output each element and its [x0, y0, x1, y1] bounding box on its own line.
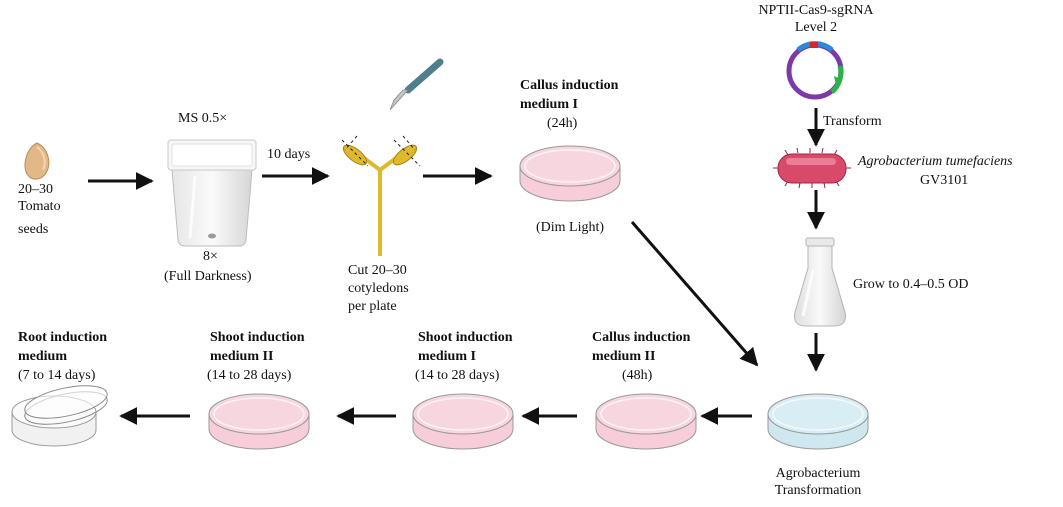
callus1-condition-label: (Dim Light) [536, 220, 605, 235]
cut-line3-label: per plate [348, 299, 397, 314]
empty-petri-dish-icon [11, 385, 108, 447]
root-duration-label: (7 to 14 days) [18, 368, 96, 383]
shoot2-duration-label: (14 to 28 days) [207, 368, 292, 383]
plasmid-name-label: NPTII-Cas9-sgRNA [758, 3, 874, 18]
cotyledon-seedling-icon [341, 135, 421, 256]
callus2-duration-label: (48h) [622, 368, 653, 383]
culture-jar-icon [167, 139, 257, 247]
shoot-medium-1-dish-icon [412, 393, 514, 450]
transformation-line2-label: Transformation [774, 483, 862, 498]
root-subtitle-label: medium [18, 349, 67, 364]
callus-medium-1-dish-icon [519, 145, 621, 202]
process-arrows [88, 108, 825, 425]
erlenmeyer-flask-icon [794, 237, 846, 327]
callus1-title-label: Callus induction [520, 78, 619, 93]
jar-medium-label: MS 0.5× [178, 111, 228, 126]
shoot1-title-label: Shoot induction [418, 330, 513, 345]
root-title-label: Root induction [18, 330, 108, 345]
plasmid-icon [786, 41, 844, 100]
callus2-subtitle-label: medium II [592, 349, 656, 364]
cut-line1-label: Cut 20–30 [348, 263, 407, 278]
plasmid-level-label: Level 2 [794, 20, 838, 35]
transform-label: Transform [823, 114, 882, 129]
shoot1-subtitle-label: medium I [418, 349, 476, 364]
callus-medium-2-dish-icon [595, 393, 697, 450]
shoot2-subtitle-label: medium II [210, 349, 274, 364]
bacterium-icon [773, 147, 851, 189]
callus1-duration-label: (24h) [547, 116, 578, 131]
seed-count-label: 20–30 [18, 182, 53, 197]
shoot-medium-2-dish-icon [208, 393, 310, 450]
transformation-dish-icon [767, 393, 869, 450]
incubation-days-label: 10 days [267, 147, 311, 162]
callus1-subtitle-label: medium I [520, 97, 578, 112]
bacterium-name-label: Agrobacterium tumefaciens [858, 154, 1013, 169]
shoot2-title-label: Shoot induction [210, 330, 305, 345]
callus2-title-label: Callus induction [592, 330, 691, 345]
transformation-line1-label: Agrobacterium [775, 466, 861, 481]
bacterium-strain-label: GV3101 [920, 173, 969, 188]
seed-noun-label: seeds [18, 222, 49, 237]
seed-type-label: Tomato [18, 199, 61, 214]
shoot1-duration-label: (14 to 28 days) [415, 368, 500, 383]
scalpel-icon [389, 58, 444, 111]
cut-line2-label: cotyledons [348, 281, 409, 296]
tomato-seed-icon [24, 142, 50, 180]
jar-condition-label: (Full Darkness) [164, 269, 252, 284]
flask-od-label: Grow to 0.4–0.5 OD [853, 277, 969, 292]
jar-count-label: 8× [203, 249, 218, 264]
